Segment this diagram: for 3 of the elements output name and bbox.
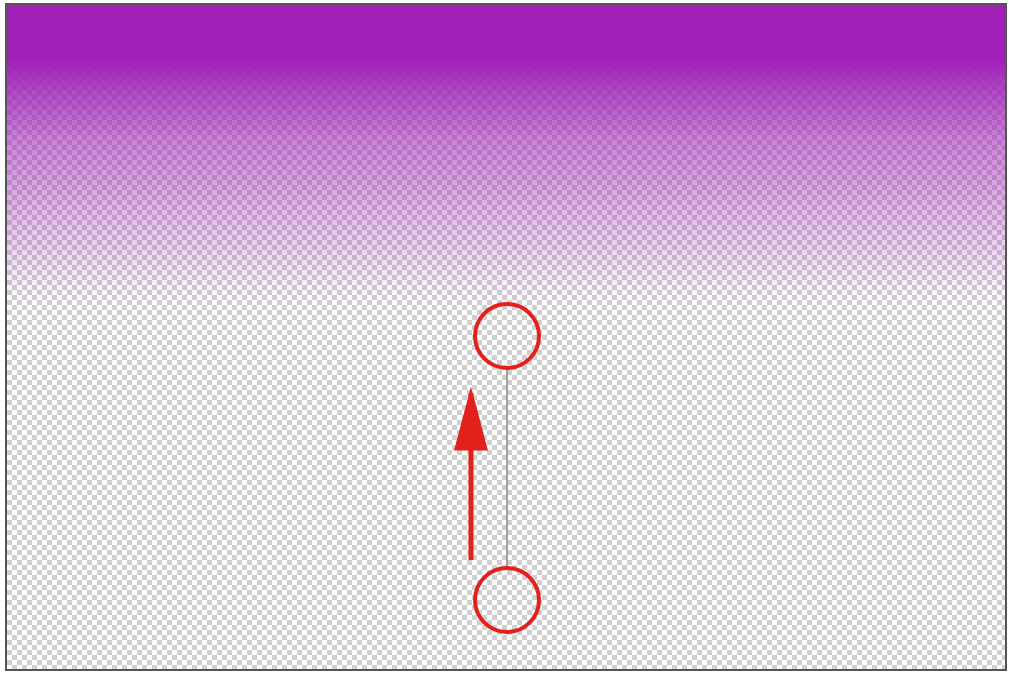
direction-arrow bbox=[454, 389, 488, 560]
highlight-circle bbox=[472, 565, 542, 635]
highlight-circle bbox=[472, 301, 542, 371]
